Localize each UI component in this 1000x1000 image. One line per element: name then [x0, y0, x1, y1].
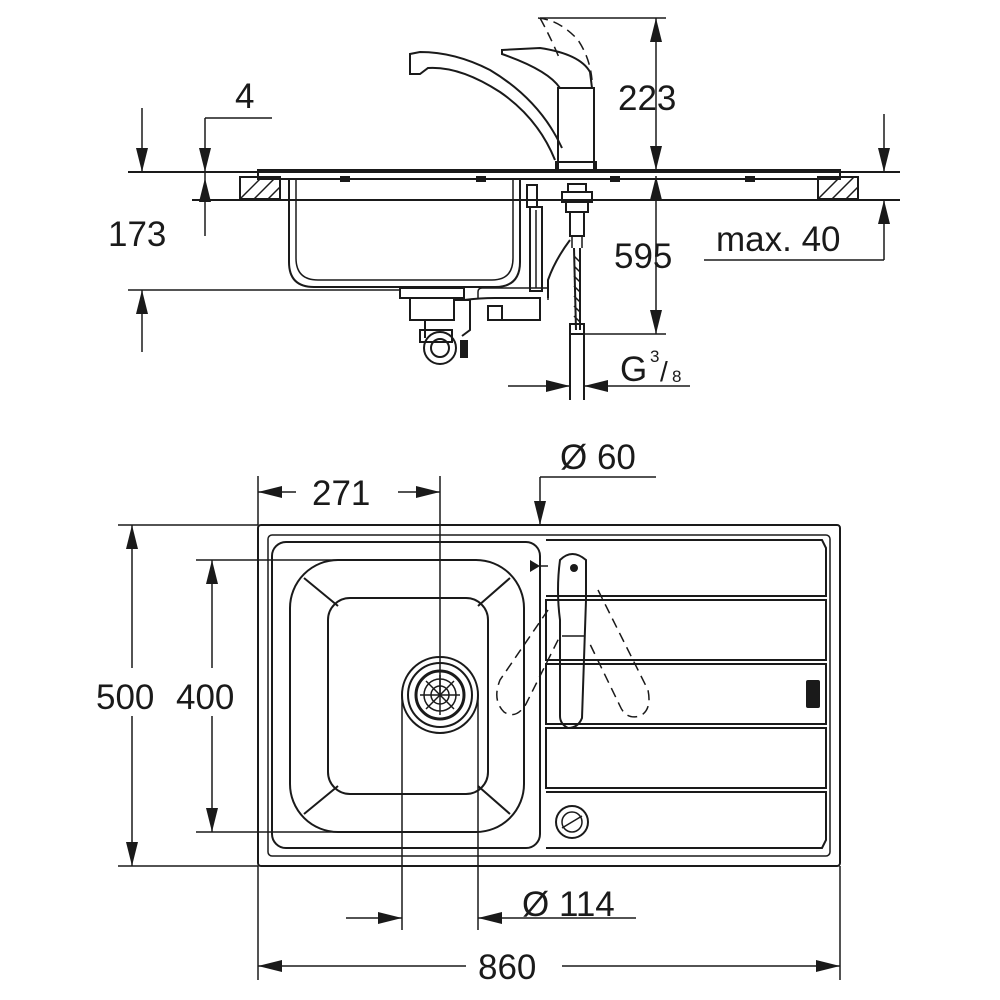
bowl-outer	[289, 559, 525, 833]
dim-860-label: 860	[478, 948, 536, 987]
dim-thread: G 3 / 8	[508, 347, 690, 392]
thread-sub-label: 8	[672, 367, 681, 386]
dim-bowl-offset: 271	[257, 474, 441, 695]
dim-114-label: Ø 114	[522, 885, 615, 924]
dim-60-label: Ø 60	[560, 438, 636, 477]
worktop-section-left	[239, 176, 281, 200]
thread-g-label: G	[620, 350, 647, 389]
thread-slash-label: /	[660, 356, 668, 387]
drainer-ribs	[545, 539, 827, 849]
dim-overall-depth: 500	[96, 524, 258, 867]
dim-under-sink-height: 595	[580, 176, 672, 335]
sink-outer-outline	[257, 524, 841, 867]
overflow-pipe	[526, 184, 543, 292]
faucet	[409, 17, 597, 171]
bowl-frame	[271, 541, 541, 849]
dim-max40-label: max. 40	[716, 220, 841, 259]
bowl-profile	[288, 180, 521, 288]
dim-tap-hole: Ø 60	[534, 438, 656, 525]
faucet-spout	[409, 50, 563, 161]
faucet-lever	[501, 46, 594, 89]
dim-500-label: 500	[96, 678, 154, 717]
worktop-section-right	[817, 176, 859, 200]
bowl-corner-lines	[303, 577, 511, 815]
siphon	[399, 287, 549, 365]
dim-waste: Ø 114	[346, 695, 636, 930]
sink-inner-outline	[267, 534, 831, 857]
overflow-hole	[555, 805, 589, 839]
dim-4-label: 4	[235, 77, 254, 116]
dim-deck-thickness: 4	[199, 77, 272, 236]
sink-rim	[257, 169, 841, 180]
dim-173-label: 173	[108, 215, 166, 254]
thread-sup-label: 3	[650, 347, 659, 366]
bowl-inner	[327, 597, 489, 795]
bowl-inner-profile	[295, 180, 514, 281]
side-view: 4 173 223 595	[108, 17, 900, 400]
dim-faucet-height: 223	[540, 17, 676, 170]
dim-400-label: 400	[176, 678, 234, 717]
rim-clips	[340, 176, 755, 182]
dim-bowl-depth-top: 400	[176, 559, 360, 833]
faucet-top	[496, 553, 650, 730]
faucet-connection	[547, 183, 593, 400]
dim-overall-width: 860	[257, 866, 841, 987]
dim-223-label: 223	[618, 79, 676, 118]
faucet-body	[557, 87, 595, 171]
dim-max-worktop: max. 40	[704, 114, 890, 261]
overflow-slot	[806, 680, 820, 708]
dim-271-label: 271	[312, 474, 370, 513]
top-view: Ø 60 271 500	[96, 438, 841, 987]
dim-bowl-depth-side: 173	[108, 108, 400, 352]
dim-595-label: 595	[614, 237, 672, 276]
